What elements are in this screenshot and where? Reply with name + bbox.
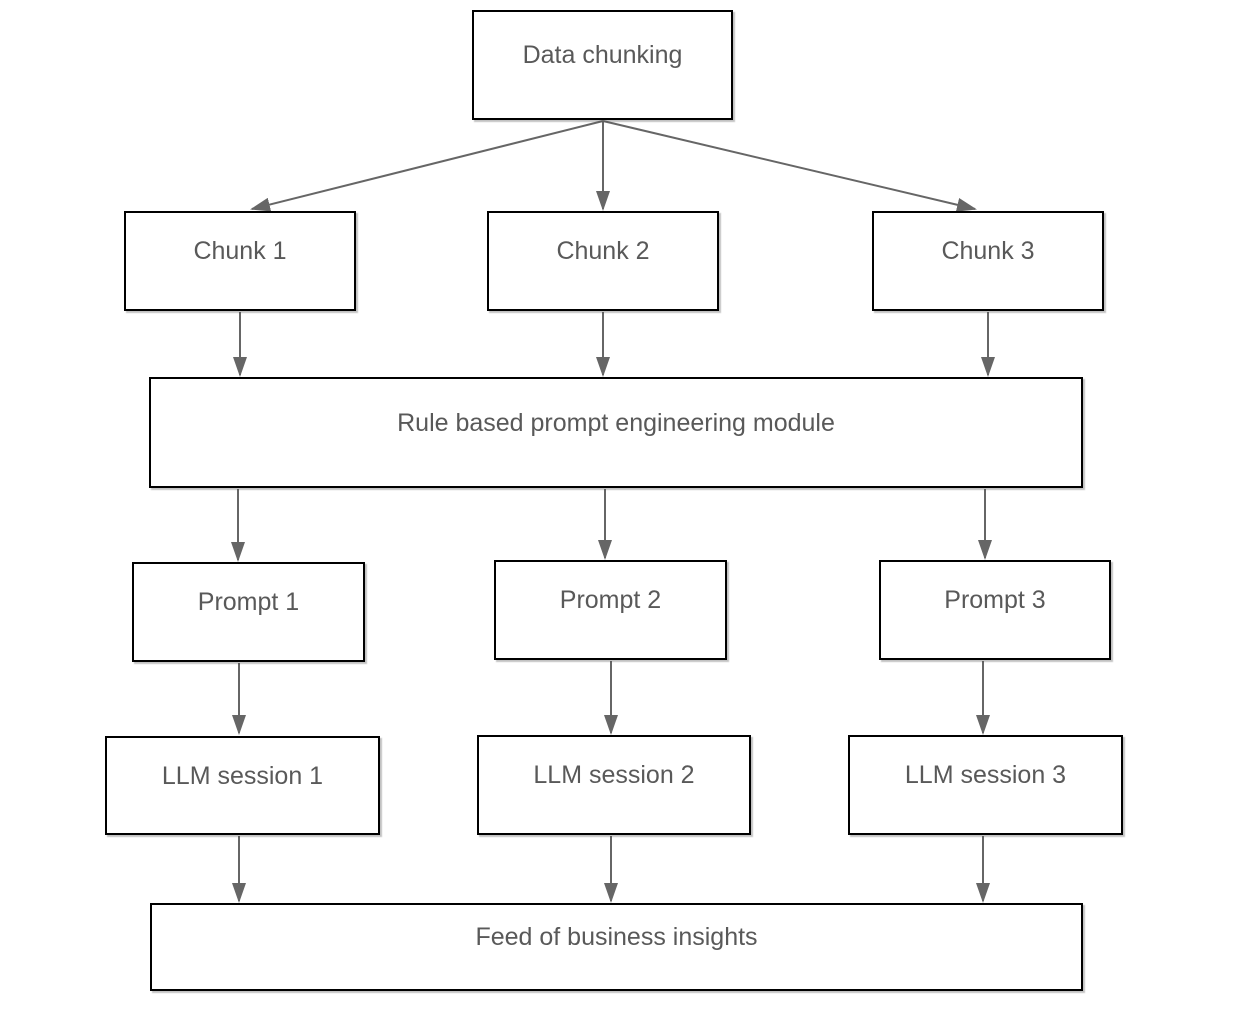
node-chunk-2: Chunk 2 — [487, 211, 719, 311]
node-chunk-1: Chunk 1 — [124, 211, 356, 311]
node-label: Chunk 3 — [941, 237, 1035, 265]
node-chunk-3: Chunk 3 — [872, 211, 1104, 311]
node-label: Data chunking — [522, 41, 683, 69]
node-data-chunking: Data chunking — [472, 10, 733, 120]
node-label: Chunk 2 — [556, 237, 650, 265]
edge-data-chunking-to-chunk-1 — [250, 120, 604, 212]
node-llm-session-1: LLM session 1 — [105, 736, 380, 835]
node-feed: Feed of business insights — [150, 903, 1083, 991]
node-label: Rule based prompt engineering module — [397, 408, 835, 437]
node-label: Chunk 1 — [193, 237, 287, 265]
edge-data-chunking-to-chunk-3 — [602, 120, 977, 212]
node-label: Prompt 1 — [197, 588, 300, 616]
node-llm-session-3: LLM session 3 — [848, 735, 1123, 835]
node-label: LLM session 3 — [904, 761, 1067, 789]
node-llm-session-2: LLM session 2 — [477, 735, 751, 835]
node-label: LLM session 1 — [161, 761, 324, 790]
node-prompt-1: Prompt 1 — [132, 562, 365, 662]
node-prompt-3: Prompt 3 — [879, 560, 1111, 660]
node-label: Prompt 2 — [559, 586, 662, 614]
node-prompt-2: Prompt 2 — [494, 560, 727, 660]
node-label: Feed of business insights — [475, 923, 758, 951]
node-rule-module: Rule based prompt engineering module — [149, 377, 1083, 488]
node-label: LLM session 2 — [533, 761, 695, 789]
node-label: Prompt 3 — [944, 586, 1046, 614]
